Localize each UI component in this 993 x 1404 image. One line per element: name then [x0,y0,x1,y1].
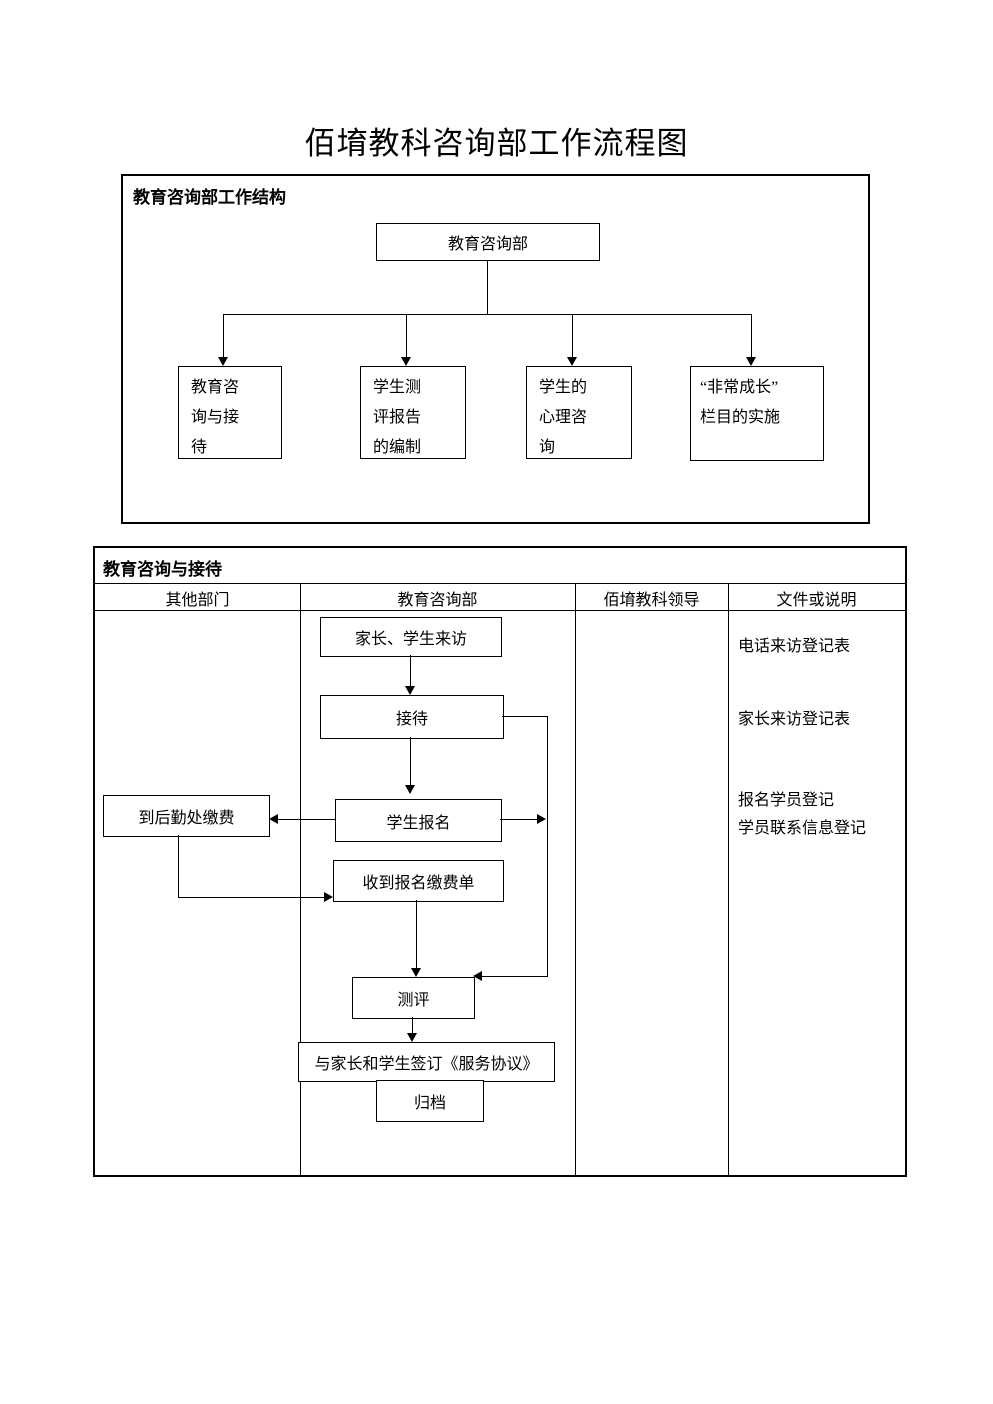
arrow-down-icon [746,357,756,366]
flow-box-assessment: 测评 [352,977,475,1019]
page-title: 佰堉教科咨询部工作流程图 [304,126,689,161]
swimlane-section-label: 教育咨询与接待 [103,560,222,579]
swimlane-title-divider [95,583,905,584]
org-section-label: 教育咨询部工作结构 [133,188,286,207]
org-child-line: 待 [191,439,208,456]
org-child-line: 询 [539,439,556,456]
flow-box-archive: 归档 [376,1080,484,1122]
feedback-line [547,716,548,976]
column-divider-3 [728,583,729,1175]
connector-reception-registration [410,737,411,785]
swimlane-header-divider [95,610,905,611]
org-drop-line-2 [406,314,407,357]
connector-reception-feedback [502,716,547,717]
org-child-box-growth-column: “非常成长” 栏目的实施 [690,366,824,461]
org-child-line: 学生的 [539,379,588,396]
arrow-down-icon [411,968,421,977]
connector-feedback-assessment [482,976,548,977]
org-child-line: 教育咨 [191,379,240,396]
column-divider-2 [575,583,576,1175]
org-child-box-consulting: 教育咨 询与接 待 [178,366,282,459]
column-header-consulting-dept: 教育咨询部 [397,592,478,609]
connector-registration-payment [278,819,335,820]
arrow-down-icon [405,686,415,695]
org-child-line: “非常成长” [700,379,779,396]
org-child-line: 栏目的实施 [700,409,781,426]
org-child-line: 询与接 [191,409,240,426]
flow-box-agreement: 与家长和学生签订《服务协议》 [298,1042,555,1082]
connector-receipt-assessment [416,900,417,968]
org-drop-line-1 [223,314,224,357]
org-child-box-psychology: 学生的 心理咨 询 [526,366,632,459]
arrow-down-icon [407,1033,417,1042]
document-note-contact-register: 学员联系信息登记 [738,820,867,837]
connector-assessment-agreement [412,1017,413,1033]
connector-payment-receipt [178,897,324,898]
org-child-line: 心理咨 [539,409,588,426]
arrow-right-icon [324,892,333,902]
org-stem-line [487,261,488,314]
flow-box-registration: 学生报名 [335,799,502,842]
arrow-left-icon [473,971,482,981]
document-note-enroll-register: 报名学员登记 [738,792,835,809]
org-drop-line-4 [751,314,752,357]
column-header-other-departments: 其他部门 [165,592,230,609]
flow-box-receipt: 收到报名缴费单 [333,860,504,902]
swimlane-panel: 教育咨询与接待 其他部门 教育咨询部 佰堉教科领导 文件或说明 家长、学生来访 … [93,546,907,1177]
org-child-box-assessment-report: 学生测 评报告 的编制 [360,366,466,459]
org-branch-line [223,314,751,315]
org-drop-line-3 [572,314,573,357]
arrow-down-icon [405,785,415,794]
arrow-down-icon [567,357,577,366]
column-header-leadership: 佰堉教科领导 [603,592,700,609]
arrow-down-icon [218,357,228,366]
connector-visit-reception [410,655,411,686]
flow-box-reception: 接待 [320,695,504,739]
org-structure-panel: 教育咨询部工作结构 教育咨询部 教育咨 询与接 待 学生测 评报告 的编制 学生… [121,174,870,524]
connector-payment-down [178,835,179,897]
document-note-registration-group: 报名学员登记 学员联系信息登记 [738,787,866,843]
arrow-down-icon [401,357,411,366]
document-note-phone-visit: 电话来访登记表 [738,638,851,655]
arrow-right-icon [537,814,546,824]
org-child-line: 评报告 [373,409,422,426]
org-child-line: 学生测 [373,379,422,396]
flow-box-pay-logistics: 到后勤处缴费 [103,795,270,837]
arrow-left-icon [269,814,278,824]
org-root-box: 教育咨询部 [376,223,600,261]
org-child-line: 的编制 [373,439,422,456]
document-note-parent-visit: 家长来访登记表 [738,711,851,728]
column-divider-1 [300,583,301,1175]
column-header-documents: 文件或说明 [776,592,857,609]
connector-registration-feedback [500,819,537,820]
flow-box-visit: 家长、学生来访 [320,617,502,657]
